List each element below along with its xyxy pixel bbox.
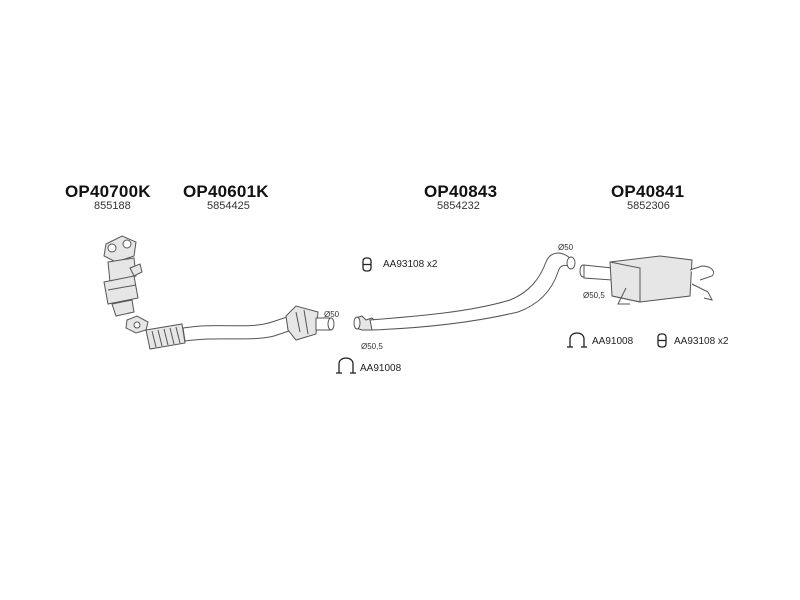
- part-code-rear-muffler: OP40841: [611, 182, 685, 201]
- catalyst-manifold-drawing: [103, 235, 143, 317]
- front-catalyst-drawing: [125, 305, 335, 350]
- part-code-middle-pipe: OP40843: [424, 182, 498, 201]
- diameter-label: Ø50: [558, 243, 574, 252]
- hardware-label-clamp: AA91008: [592, 336, 634, 347]
- part-ref-front-catalyst: 5854425: [207, 200, 250, 212]
- rear-muffler-drawing: [579, 255, 715, 305]
- pipe-clamp-icon: [336, 357, 356, 374]
- diameter-label: Ø50,5: [361, 342, 383, 351]
- hardware-label-mount: AA93108 x2: [674, 336, 729, 347]
- part-ref-catalyst-manifold: 855188: [94, 200, 131, 212]
- diameter-label: Ø50: [324, 310, 340, 319]
- part-ref-rear-muffler: 5852306: [627, 200, 670, 212]
- hardware-label-mount: AA93108 x2: [383, 259, 438, 270]
- part-code-front-catalyst: OP40601K: [183, 182, 269, 201]
- diameter-label: Ø50,5: [583, 291, 605, 300]
- part-ref-middle-pipe: 5854232: [437, 200, 480, 212]
- rubber-mount-icon: [657, 333, 667, 348]
- part-code-catalyst-manifold: OP40700K: [65, 182, 151, 201]
- middle-pipe-drawing: [353, 252, 576, 331]
- hardware-label-clamp: AA91008: [360, 363, 402, 374]
- pipe-clamp-icon: [567, 332, 587, 348]
- rubber-mount-icon: [362, 257, 372, 272]
